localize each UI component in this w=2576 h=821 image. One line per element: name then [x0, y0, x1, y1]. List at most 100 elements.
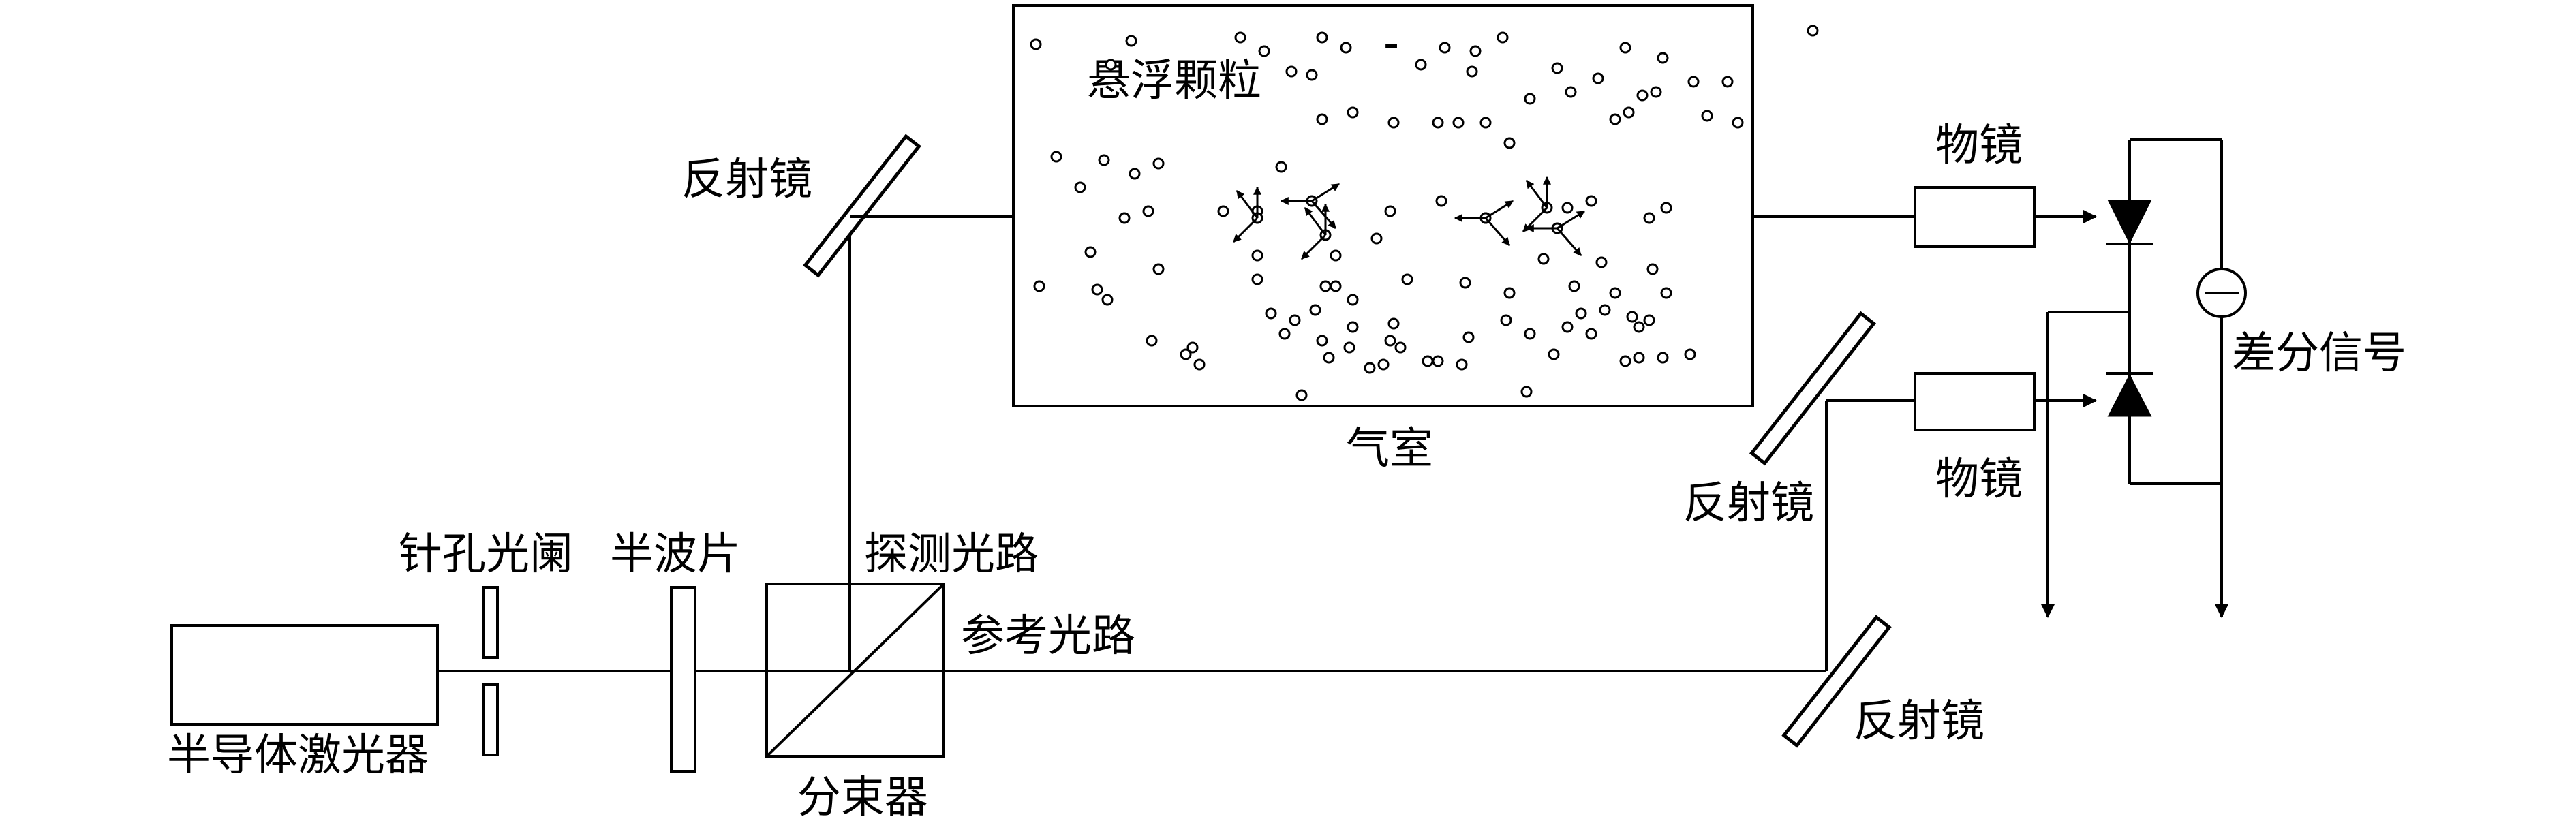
beam-splitter-label: 分束器 — [797, 773, 928, 821]
particle-dot-icon — [1650, 86, 1662, 98]
particle-dot-icon — [1146, 335, 1158, 347]
particle-dot-icon — [1316, 31, 1328, 44]
scatter-arrow-icon — [1485, 200, 1514, 219]
particle-dot-icon — [1306, 69, 1318, 81]
particle-dot-icon — [1316, 335, 1328, 347]
differential-signal-label: 差分信号 — [2232, 328, 2406, 379]
particle-dot-icon — [1309, 304, 1321, 316]
particle-dot-icon — [1551, 62, 1563, 74]
particle-dot-icon — [1180, 348, 1192, 360]
particle-dot-icon — [1660, 202, 1672, 214]
particle-dot-icon — [1275, 161, 1287, 173]
scatter-arrow-icon — [1310, 200, 1337, 229]
particle-dot-icon — [1152, 157, 1165, 170]
laser-label: 半导体激光器 — [167, 730, 429, 781]
scatter-arrows-group — [1232, 176, 1586, 260]
particle-dot-icon — [1370, 232, 1383, 245]
particle-dot-icon — [1193, 358, 1206, 371]
particle-dot-icon — [1619, 42, 1631, 54]
scatter-arrow-icon — [1232, 217, 1259, 243]
particle-dot-icon — [1479, 117, 1492, 129]
particle-dot-icon — [1186, 341, 1199, 354]
particle-dot-icon — [1118, 212, 1131, 224]
particle-dot-icon — [1452, 117, 1465, 129]
mirror-mid — [1749, 311, 1877, 466]
particle-dot-icon — [1295, 389, 1308, 401]
particle-dot-icon — [1660, 287, 1672, 299]
particle-dot-icon — [1497, 31, 1509, 44]
particle-dot-icon — [1084, 246, 1097, 258]
particle-dot-icon — [1401, 273, 1413, 285]
particle-dot-icon — [1548, 348, 1560, 360]
half-wave-plate — [670, 586, 696, 773]
particle-dot-icon — [1330, 249, 1342, 262]
particle-dot-icon — [1561, 321, 1574, 333]
reference-path-label: 参考光路 — [961, 611, 1135, 662]
particle-dot-icon — [1387, 117, 1400, 129]
particle-dot-icon — [1050, 151, 1062, 163]
particle-dot-icon — [1732, 117, 1744, 129]
laser-box — [170, 624, 439, 726]
mirror-top-label: 反射镜 — [681, 155, 812, 205]
particle-dot-icon — [1330, 280, 1342, 292]
particle-dot-icon — [1456, 358, 1468, 371]
particle-dot-icon — [1565, 86, 1577, 98]
particle-dot-icon — [1701, 110, 1713, 122]
particle-dot-icon — [1377, 358, 1390, 371]
pinhole-upper-plate — [482, 586, 499, 659]
gas-chamber — [1012, 4, 1754, 407]
mirror-mid-label: 反射镜 — [1683, 478, 1814, 529]
particle-dot-icon — [1599, 304, 1611, 316]
objective-top — [1914, 186, 2036, 248]
particle-dot-icon — [1432, 117, 1444, 129]
particle-dot-icon — [1626, 311, 1638, 323]
particle-dot-icon — [1251, 249, 1263, 262]
particle-dot-icon — [1592, 72, 1604, 84]
particle-dot-icon — [1030, 38, 1042, 50]
particle-dot-icon — [1384, 335, 1396, 347]
half-wave-plate-label: 半波片 — [610, 529, 741, 580]
particle-dot-icon — [1125, 35, 1137, 47]
particle-dot-icon — [1462, 331, 1475, 343]
particle-dot-icon — [1657, 352, 1669, 364]
current-meter-icon — [2196, 268, 2247, 318]
particle-dot-icon — [1415, 59, 1427, 71]
particles-label-dash: - — [1383, 18, 1399, 69]
scatter-arrow-icon — [1300, 234, 1327, 260]
particle-dot-icon — [1520, 386, 1533, 398]
particle-dot-icon — [1643, 314, 1655, 326]
particle-dot-icon — [1217, 205, 1229, 217]
particle-dot-icon — [1347, 294, 1359, 306]
particle-dot-icon — [1459, 277, 1471, 289]
particle-dot-icon — [1633, 321, 1645, 333]
particle-dot-icon — [1319, 280, 1332, 292]
particle-dot-icon — [1500, 314, 1512, 326]
particle-dot-icon — [1105, 59, 1117, 71]
particle-dot-icon — [1152, 263, 1165, 275]
particle-dot-icon — [1575, 307, 1587, 320]
particle-dot-icon — [1074, 181, 1086, 193]
particle-dot-icon — [1251, 273, 1263, 285]
particle-dot-icon — [1033, 280, 1045, 292]
particle-dot-icon — [1721, 76, 1734, 88]
particle-dot-icon — [1343, 341, 1355, 354]
particle-dot-icon — [1595, 256, 1608, 268]
particle-dot-icon — [1384, 205, 1396, 217]
particle-dot-icon — [1503, 137, 1516, 149]
particle-dot-icon — [1524, 328, 1536, 340]
particle-dot-icon — [1394, 341, 1407, 354]
particle-dot-icon — [1289, 314, 1301, 326]
particle-dot-icon — [1585, 328, 1597, 340]
particle-dot-icon — [1585, 195, 1597, 207]
scatter-arrow-icon — [1525, 180, 1548, 208]
mirror-bottom — [1781, 615, 1892, 748]
particle-dot-icon — [1432, 355, 1444, 367]
mirror-bottom-label: 反射镜 — [1854, 696, 1984, 747]
particle-dot-icon — [1285, 65, 1298, 78]
particle-dot-icon — [1524, 93, 1536, 105]
particle-dot-icon — [1142, 205, 1154, 217]
particles-group — [1030, 25, 1819, 401]
particle-dot-icon — [1568, 280, 1580, 292]
scatter-arrow-icon — [1304, 207, 1327, 236]
particle-dot-icon — [1265, 307, 1277, 320]
